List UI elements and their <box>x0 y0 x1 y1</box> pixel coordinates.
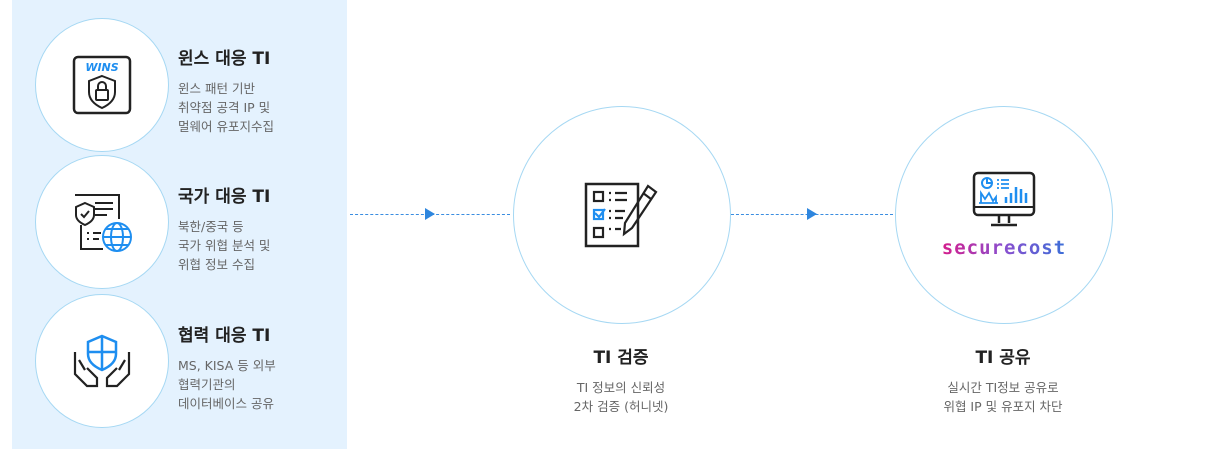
securecost-logo: securecost <box>941 237 1067 259</box>
source-line: 멀웨어 유포지수집 <box>178 119 274 134</box>
source-line: 국가 위협 분석 및 <box>178 238 271 253</box>
source-title: 협력 대응 TI <box>178 326 271 346</box>
partner-circle <box>35 294 169 428</box>
share-circle: securecost <box>895 106 1113 324</box>
source-line: MS, KISA 등 외부 <box>178 358 276 373</box>
wins-shield-lock-icon: WINS <box>72 55 132 115</box>
wins-logo-text: WINS <box>85 61 118 74</box>
source-line: 취약점 공격 IP 및 <box>178 100 271 115</box>
share-title: TI 공유 <box>975 348 1031 368</box>
arrow-right-icon <box>425 208 435 220</box>
source-line: 북한/중국 등 <box>178 219 244 234</box>
source-line: 위협 정보 수집 <box>178 257 255 272</box>
verify-circle <box>513 106 731 324</box>
hands-shield-icon <box>73 334 131 388</box>
source-line: 데이터베이스 공유 <box>178 396 274 411</box>
source-title: 국가 대응 TI <box>178 187 271 207</box>
document-globe-shield-icon <box>75 194 132 252</box>
verify-title: TI 검증 <box>593 348 649 368</box>
arrow-right-icon <box>807 208 817 220</box>
checklist-pencil-icon <box>584 182 658 248</box>
source-line: 윈스 패턴 기반 <box>178 81 255 96</box>
verify-line: TI 정보의 신뢰성 <box>576 380 666 395</box>
share-line: 실시간 TI정보 공유로 <box>947 380 1059 395</box>
verify-caption: TI 검증 TI 정보의 신뢰성 2차 검증 (허니넷) <box>491 343 751 416</box>
monitor-dashboard-icon <box>972 171 1036 227</box>
national-circle <box>35 155 169 289</box>
source-line: 협력기관의 <box>178 377 236 392</box>
source-title: 윈스 대응 TI <box>178 49 271 69</box>
verify-line: 2차 검증 (허니넷) <box>573 399 669 414</box>
share-line: 위협 IP 및 유포지 차단 <box>943 399 1063 414</box>
wins-circle: WINS <box>35 18 169 152</box>
